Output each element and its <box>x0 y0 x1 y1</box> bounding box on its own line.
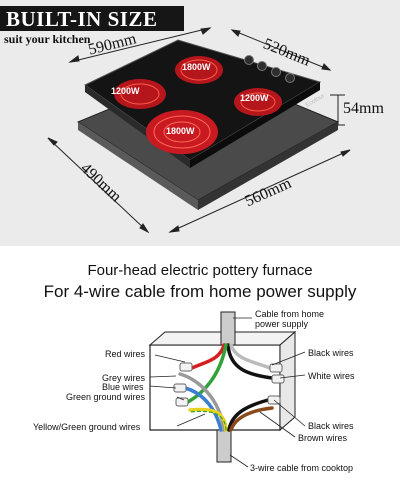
arrow <box>321 63 332 71</box>
burner-label: 1200W <box>240 93 269 103</box>
label-red-wires: Red wires <box>105 349 146 359</box>
burner-label: 1800W <box>182 62 211 72</box>
arrow <box>200 27 212 35</box>
burner-glow <box>146 110 218 154</box>
knob <box>285 73 295 83</box>
burner-label: 1800W <box>166 126 195 136</box>
cooktop-dimension-illustration <box>47 27 351 234</box>
label-black-wires-lower: Black wires <box>308 421 354 431</box>
dim-line-520 <box>231 29 331 71</box>
wire-nut <box>269 363 283 373</box>
white-wire <box>229 343 272 370</box>
leader-line <box>149 385 177 389</box>
black-wire-lower <box>227 398 270 432</box>
leader-line <box>154 354 186 363</box>
yellow-wire <box>188 407 228 432</box>
leader-line <box>176 413 206 427</box>
cutout-side-right <box>198 122 338 210</box>
label-blue-wires: Blue wires <box>102 382 144 392</box>
label-black-wires: Black wires <box>308 348 354 358</box>
arrow <box>139 223 150 234</box>
page-title: BUILT-IN SIZE <box>6 7 158 31</box>
dim-label-54: 54mm <box>343 100 384 117</box>
cooktop-cable-conduit <box>216 429 232 463</box>
burner-glow <box>234 88 282 116</box>
burner-label: 1200W <box>111 86 140 96</box>
label-brown-wires: Brown wires <box>298 433 348 443</box>
dim-line-560 <box>169 149 351 233</box>
leader-line <box>176 396 185 401</box>
leader-line <box>259 411 296 438</box>
cutout-side <box>78 122 198 210</box>
wire-nut <box>179 362 193 372</box>
leader-line <box>229 454 249 468</box>
arrow <box>340 149 351 157</box>
leader-line <box>279 374 306 379</box>
label-green-ground-wires: Green ground wires <box>66 392 146 402</box>
label-grey-wires: Grey wires <box>102 373 146 383</box>
leader-line <box>273 399 306 427</box>
knob <box>257 61 267 71</box>
wire-nut <box>271 374 285 384</box>
green-wire <box>186 343 228 404</box>
burner-rings <box>114 56 282 154</box>
arrow <box>47 137 58 146</box>
grey-wire <box>178 372 226 432</box>
label-cooktop-cable: 3-wire cable from cooktop <box>250 463 354 473</box>
section-heading: Four-head electric pottery furnace <box>87 262 313 279</box>
leader-line <box>149 375 177 378</box>
glass-edge-right <box>190 82 320 168</box>
knob <box>271 67 281 77</box>
blue-wire <box>183 386 223 432</box>
knob <box>244 55 254 65</box>
wire-nut <box>175 397 189 407</box>
arrow <box>168 225 180 233</box>
home-cable-conduit <box>220 311 236 346</box>
title-badge: BUILT-IN SIZE <box>0 6 184 31</box>
arrow <box>230 29 241 37</box>
control-knobs <box>244 55 295 83</box>
arrow <box>68 55 80 63</box>
label-cable-from-home: Cable from home power supply <box>255 309 325 329</box>
label-yellow-green-ground-wires: Yellow/Green ground wires <box>33 422 141 432</box>
leader-line <box>271 351 306 366</box>
black-wire <box>226 343 274 380</box>
yellow-green-stripe <box>189 410 227 431</box>
section-subheading: For 4-wire cable from home power supply <box>43 282 357 301</box>
subtitle: suit your kitchen <box>4 32 91 46</box>
label-white-wires: White wires <box>308 371 355 381</box>
red-wire <box>190 343 226 370</box>
dim-line-490 <box>47 137 149 233</box>
dim-line-590 <box>69 27 211 63</box>
brown-wire <box>229 406 274 432</box>
